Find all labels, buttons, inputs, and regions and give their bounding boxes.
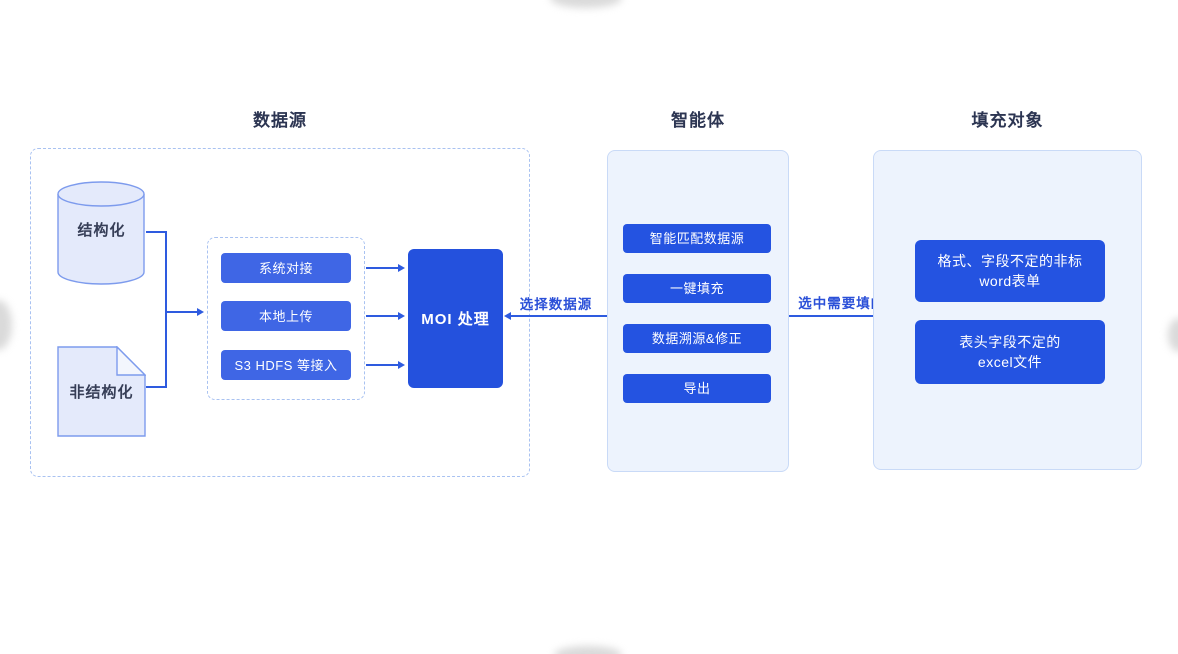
connector-to-access-box <box>165 311 198 313</box>
arrowhead-to-access-box <box>197 308 204 316</box>
section-title-agent: 智能体 <box>671 111 725 130</box>
fill-target-excel-file-line1: 表头字段不定的 <box>959 334 1061 350</box>
arrow-line-select-source <box>511 315 607 317</box>
unstructured-node-label: 非结构化 <box>69 384 134 401</box>
agent-match-source-button: 智能匹配数据源 <box>623 224 771 253</box>
fill-target-word-form-line1: 格式、字段不定的非标 <box>937 253 1083 269</box>
structured-node-label: 结构化 <box>77 222 126 239</box>
fill-target-word-form-line2: word表单 <box>979 273 1041 289</box>
access-method-system-button: 系统对接 <box>221 253 351 283</box>
arrow-line-system-to-moi <box>366 267 399 269</box>
fill-target-word-form: 格式、字段不定的非标 word表单 <box>915 240 1105 302</box>
arrow-line-select-table <box>789 315 898 317</box>
edge-blob-bottom <box>554 646 622 654</box>
arrowhead-system-to-moi <box>398 264 405 272</box>
access-method-s3-hdfs-button: S3 HDFS 等接入 <box>221 350 351 380</box>
edge-blob-top <box>550 0 622 8</box>
flow-label-select-data-source: 选择数据源 <box>519 297 593 312</box>
moi-processor-box: MOI 处理 <box>408 249 503 388</box>
edge-blob-right <box>1168 318 1178 352</box>
access-method-local-upload-button: 本地上传 <box>221 301 351 331</box>
arrowhead-upload-to-moi <box>398 312 405 320</box>
agent-one-click-fill-button: 一键填充 <box>623 274 771 303</box>
arrowhead-s3-to-moi <box>398 361 405 369</box>
arrow-line-upload-to-moi <box>366 315 399 317</box>
connector-merge <box>165 231 167 388</box>
arrowhead-select-source <box>504 312 511 320</box>
edge-blob-left <box>0 300 12 350</box>
fill-target-panel <box>873 150 1142 470</box>
connector-structured <box>146 231 167 233</box>
agent-panel <box>607 150 789 472</box>
document-icon <box>57 346 146 437</box>
fill-target-excel-file-line2: excel文件 <box>977 354 1043 370</box>
fill-target-excel-file: 表头字段不定的 excel文件 <box>915 320 1105 384</box>
agent-trace-correct-button: 数据溯源&修正 <box>623 324 771 353</box>
section-title-fill-target: 填充对象 <box>971 111 1044 130</box>
database-cylinder-icon <box>57 181 145 285</box>
connector-unstructured <box>146 386 167 388</box>
agent-export-button: 导出 <box>623 374 771 403</box>
section-title-data-source: 数据源 <box>253 111 307 130</box>
arrow-line-s3-to-moi <box>366 364 399 366</box>
